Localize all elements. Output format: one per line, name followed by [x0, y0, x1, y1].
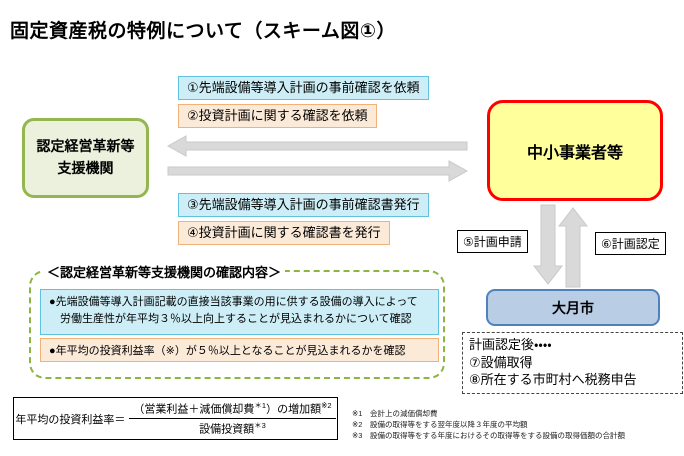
roi-formula-box: 年平均の投資利益率＝ （営業利益＋減価償却費＊1）の増加額※2 設備投資額＊3 [13, 397, 338, 440]
sme-label: 中小事業者等 [526, 144, 623, 162]
step3-issue-preconfirmation: ③先端設備等導入計画の事前確認書発行 [178, 193, 429, 217]
step5-plan-application-label: ⑤計画申請 [457, 230, 528, 253]
step1-request-preconfirmation: ①先端設備等導入計画の事前確認を依頼 [178, 76, 429, 100]
node-city: 大月市 [486, 289, 660, 326]
node-sme: 中小事業者等 [487, 100, 663, 201]
confirmation-heading: ＜認定経営革新等支援機関の確認内容＞ [43, 262, 286, 281]
arrow-left-icon [166, 135, 468, 157]
after-approval-line3: ⑧所在する市町村へ税務申告 [469, 372, 637, 388]
after-approval-note: 計画認定後・・・・ ⑦設備取得 ⑧所在する市町村へ税務申告 [462, 332, 683, 394]
footnotes: ※1 会計上の減価償却費 ※2 設備の取得等をする翌年度以降３年度の平均額 ※3… [352, 408, 625, 441]
footnote-1: ※1 会計上の減価償却費 [352, 409, 438, 418]
formula-lhs: 年平均の投資利益率＝ [15, 413, 126, 426]
confirmation-item-productivity: ●先端設備等導入計画記載の直接当該事業の用に供する設備の導入によって 労働生産性… [40, 289, 439, 335]
footnote-2: ※2 設備の取得等をする翌年度以降３年度の平均額 [352, 420, 528, 429]
after-approval-line1: 計画認定後・・・・ [469, 337, 552, 352]
formula-fraction: （営業利益＋減価償却費＊1）の増加額※2 設備投資額＊3 [129, 400, 336, 436]
node-support-organization: 認定経営革新等 支援機関 [22, 118, 149, 198]
page-title: 固定資産税の特例について（スキーム図①） [10, 21, 396, 42]
step4-issue-confirmation: ④投資計画に関する確認書を発行 [178, 221, 390, 245]
step6-plan-approval-label: ⑥計画認定 [595, 232, 666, 255]
confirmation-contents-box: ＜認定経営革新等支援機関の確認内容＞ ●先端設備等導入計画記載の直接当該事業の用… [29, 262, 445, 379]
city-label: 大月市 [552, 299, 594, 316]
footnote-3: ※3 設備の取得等をする年度におけるその取得等をする設備の取得価額の合計額 [352, 431, 625, 440]
formula-denominator: 設備投資額＊3 [199, 421, 266, 436]
formula-numerator: （営業利益＋減価償却費＊1）の増加額※2 [129, 400, 336, 419]
after-approval-line2: ⑦設備取得 [469, 354, 533, 370]
arrow-right-icon [167, 160, 469, 182]
step2-request-investment-confirmation: ②投資計画に関する確認を依頼 [178, 104, 377, 128]
arrow-down-icon [532, 204, 564, 285]
arrow-up-icon [557, 207, 589, 288]
confirmation-item-roi: ●年平均の投資利益率（※）が５％以上となることが見込まれるかを確認 [40, 338, 439, 362]
support-organization-label: 認定経営革新等 支援機関 [36, 138, 135, 176]
